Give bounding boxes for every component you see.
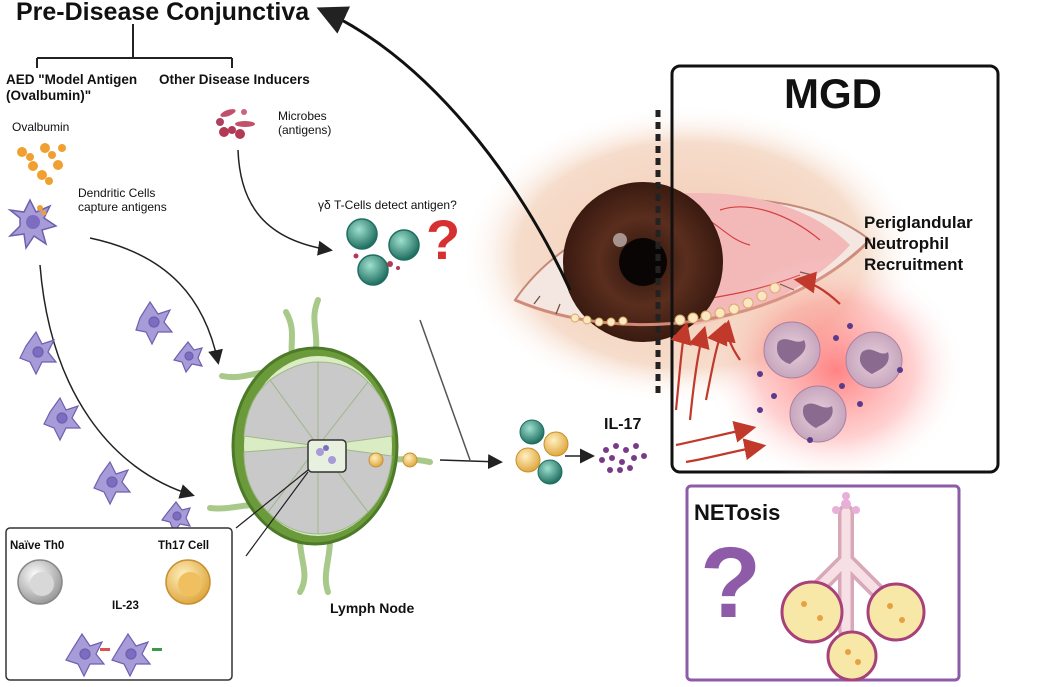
microbes-icon: [216, 109, 255, 139]
naive-th0-label: Naïve Th0: [10, 540, 65, 552]
gamma-delta-t-cells-icon: [346, 218, 420, 286]
ovalbumin-molecules-icon: [17, 143, 66, 185]
dendritic-cell-icon: [160, 501, 192, 534]
neutrophil-icon: [757, 321, 903, 443]
ovalbumin-label: Ovalbumin: [12, 120, 70, 134]
dendritic-cell-icon: [7, 198, 58, 251]
mgd-label: MGD: [784, 70, 882, 117]
il17-cytokines-icon: [599, 443, 647, 473]
inflammation-glow: [706, 255, 966, 485]
return-arrow: [316, 6, 572, 291]
migrating-dendritic-cells: [19, 300, 204, 534]
periglandular-label: Periglandular Neutrophil Recruitment: [864, 213, 973, 274]
naive-th0-cell-icon: [17, 559, 63, 605]
dendritic-cell-icon: [93, 460, 132, 506]
branch-connector: [36, 24, 233, 68]
neutrophil-recruitment-arrows: [670, 271, 841, 464]
dendritic-cell-icon: [43, 396, 82, 442]
gamma-delta-label: γδ T-Cells detect antigen?: [318, 198, 457, 212]
page-title: Pre-Disease Conjunctiva: [16, 0, 310, 26]
dendritic-cell-icon: [135, 300, 174, 346]
question-mark-red: ?: [426, 208, 461, 271]
il23-label: IL-23: [112, 600, 139, 612]
antigen-presenting-cells-icon: [65, 632, 162, 678]
dendritic-cells-label: Dendritic Cells capture antigens: [78, 186, 167, 214]
branch-left-label: AED "Model Antigen (Ovalbumin)": [6, 72, 138, 103]
il17-label: IL-17: [604, 416, 642, 433]
question-mark-purple: ?: [700, 527, 762, 639]
lymph-node-label: Lymph Node: [330, 600, 415, 616]
th17-cell-label: Th17 Cell: [158, 540, 210, 552]
netosis-label: NETosis: [694, 500, 781, 525]
th17-cell-icon: [165, 559, 211, 605]
lymph-node-icon: [207, 297, 433, 595]
microbes-label: Microbes (antigens): [278, 109, 332, 137]
effector-t-cells-icon: [515, 419, 569, 485]
net-structure-icon: [780, 492, 926, 682]
dendritic-cell-icon: [19, 330, 58, 376]
branch-right-label: Other Disease Inducers: [159, 72, 310, 87]
dendritic-cell-icon: [172, 341, 204, 374]
